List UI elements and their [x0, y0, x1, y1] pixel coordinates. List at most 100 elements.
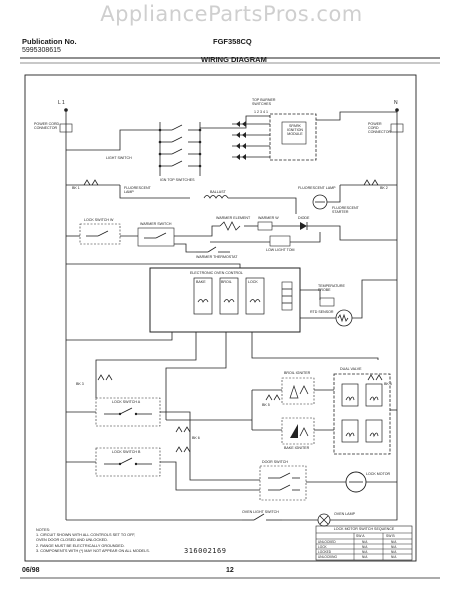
oven-light-switch — [242, 513, 282, 521]
footer-date: 06/98 — [22, 567, 40, 574]
label-relay-bake: BAKE — [196, 280, 206, 284]
label-lock-switch-b: LOCK SWITCH B — [112, 450, 141, 454]
bake-ignitor — [281, 417, 315, 445]
label-top-burner-switches: TOP BURNER SWITCHES — [252, 98, 276, 107]
label-l1: L 1 — [58, 100, 65, 106]
label-bk5: BK 5 — [262, 403, 270, 407]
bk2-arrows — [363, 179, 379, 186]
notes-title: NOTES: — [36, 528, 51, 532]
notes-line: OVEN DOOR CLOSED AND UNLOCKED. — [36, 538, 108, 543]
notes-line: 1. CIRCUIT SHOWN WITH ALL CONTROLS SET T… — [36, 533, 136, 538]
ign-top-switches — [158, 122, 202, 176]
low-light-tom — [269, 235, 291, 247]
lock-motor — [345, 471, 367, 493]
label-lamp-switch: LIGHT SWITCH — [106, 156, 132, 160]
warmer-thermostat — [196, 246, 230, 253]
warmer-element — [219, 221, 241, 231]
lock-table-cell: N/A — [362, 554, 368, 559]
label-door-switch: DOOR SWITCH — [262, 460, 288, 464]
rtd-wire-b — [352, 279, 397, 319]
label-broil-ignitor: BROIL IGNITER — [284, 371, 311, 375]
bake-relay-out — [95, 332, 197, 398]
label-warmer-w: WARMER W — [258, 216, 279, 220]
lock-table-cell: LOCK — [318, 544, 327, 549]
label-ballast: BALLAST — [210, 190, 226, 194]
lock-table-cell: N/A — [362, 544, 368, 549]
label-warmer-thermostat: WARMER THERMOSTAT — [196, 255, 238, 259]
therm-feed — [174, 243, 196, 253]
label-lock-motor: LOCK MOTOR — [366, 472, 391, 476]
publication-label: Publication No. — [22, 37, 77, 46]
watermark: AppliancePartsPros.com — [100, 2, 363, 26]
bk6b-arrows — [175, 446, 191, 453]
label-power-cord-right: POWER CORD CONNECTOR — [368, 122, 392, 135]
lock-table-cell: UNLOCKING — [318, 554, 337, 559]
electronic-oven-control — [149, 267, 301, 333]
spark-neutral-wire — [316, 111, 397, 121]
lock-table-header: SW A — [356, 534, 365, 538]
model-number: FGF358CQ — [213, 37, 252, 46]
label-bk2: BK 2 — [380, 186, 388, 190]
rtd-sensor — [335, 309, 353, 327]
lock-relay-out — [251, 332, 379, 360]
label-warmer-element: WARMER ELEMENT — [216, 216, 251, 220]
ballast-out-wire — [228, 197, 297, 214]
lock-table — [315, 525, 413, 561]
lock-table-cell: UNLOCKED — [318, 539, 336, 544]
bk4-arrows — [367, 374, 383, 381]
oven-lamp — [317, 513, 331, 527]
label-ign-top-switches: IGN TOP SWITCHES — [160, 178, 195, 182]
lock-table-cell: N/A — [362, 549, 368, 554]
label-eoc: ELECTRONIC OVEN CONTROL — [190, 271, 243, 275]
label-power-cord-left: POWER CORD CONNECTOR — [34, 122, 60, 131]
warmer-switch — [137, 227, 175, 247]
eoc-l1-return — [66, 332, 173, 341]
notes-line: 3. COMPONENTS WITH (*) MAY NOT APPEAR ON… — [36, 548, 150, 553]
oven-lamp-neutral — [330, 470, 398, 521]
lock-table-cell: N/A — [362, 539, 368, 544]
label-bk4: BK 4 — [384, 382, 392, 386]
notes-line: 2. RANGE MUST BE ELECTRICALLY GROUNDED. — [36, 543, 125, 548]
bk5-arrows — [265, 394, 281, 401]
fluor-feed-wire — [119, 185, 190, 199]
label-diode: DIODE — [298, 216, 310, 220]
diagram-frame — [24, 74, 417, 562]
label-fluor-lamp-left: FLUORESCENT LAMP — [124, 186, 151, 195]
spark-ignition-module — [269, 113, 317, 161]
lock-table-title: LOCK MOTOR SWITCH SEQUENCE — [333, 527, 395, 531]
warmer-element-feed — [174, 225, 220, 237]
lock-table-cell: N/A — [391, 549, 397, 554]
label-bake-ignitor: BAKE IGNITER — [284, 446, 310, 450]
label-n: N — [394, 100, 398, 106]
label-oven-lamp: OVEN LAMP — [334, 512, 355, 516]
door-switch — [259, 465, 307, 501]
power-cord-connector-left — [59, 123, 73, 133]
n-terminal — [395, 108, 399, 112]
label-temperature-probe: TEMPERATURE PROBE — [318, 284, 345, 293]
lock-table-cell: N/A — [391, 554, 397, 559]
lock-table-header: SW B — [386, 534, 395, 538]
page-title: WIRING DIAGRAM — [201, 55, 267, 64]
lock-switch-w — [79, 223, 121, 245]
low-light-out — [290, 232, 321, 243]
label-lock-switch-w: LOCK SWITCH W — [84, 218, 114, 222]
lock-table-cell: N/A — [391, 539, 397, 544]
broil-ignitor — [281, 377, 315, 405]
warmer-w-connector — [257, 221, 273, 231]
bk3-arrows — [97, 374, 113, 381]
probe-wire — [300, 289, 321, 300]
bk6-arrows — [175, 426, 191, 433]
footer-page-number: 12 — [226, 567, 234, 574]
burner-feed-wire — [200, 115, 270, 129]
top-burner-switch-contacts — [232, 121, 270, 160]
label-rtd-sensor: RTD SENSOR — [310, 310, 334, 314]
power-cord-connector-right — [390, 123, 404, 133]
diode-out — [307, 225, 397, 241]
label-oven-light-switch: OVEN LIGHT SWITCH — [242, 510, 279, 514]
label-relay-lock: LOCK — [248, 280, 258, 284]
label-low-light-tom: LOW LIGHT TOM — [266, 248, 295, 252]
ign-feed-wire — [66, 129, 160, 151]
fluorescent-starter — [312, 194, 328, 210]
temperature-probe — [319, 297, 335, 307]
